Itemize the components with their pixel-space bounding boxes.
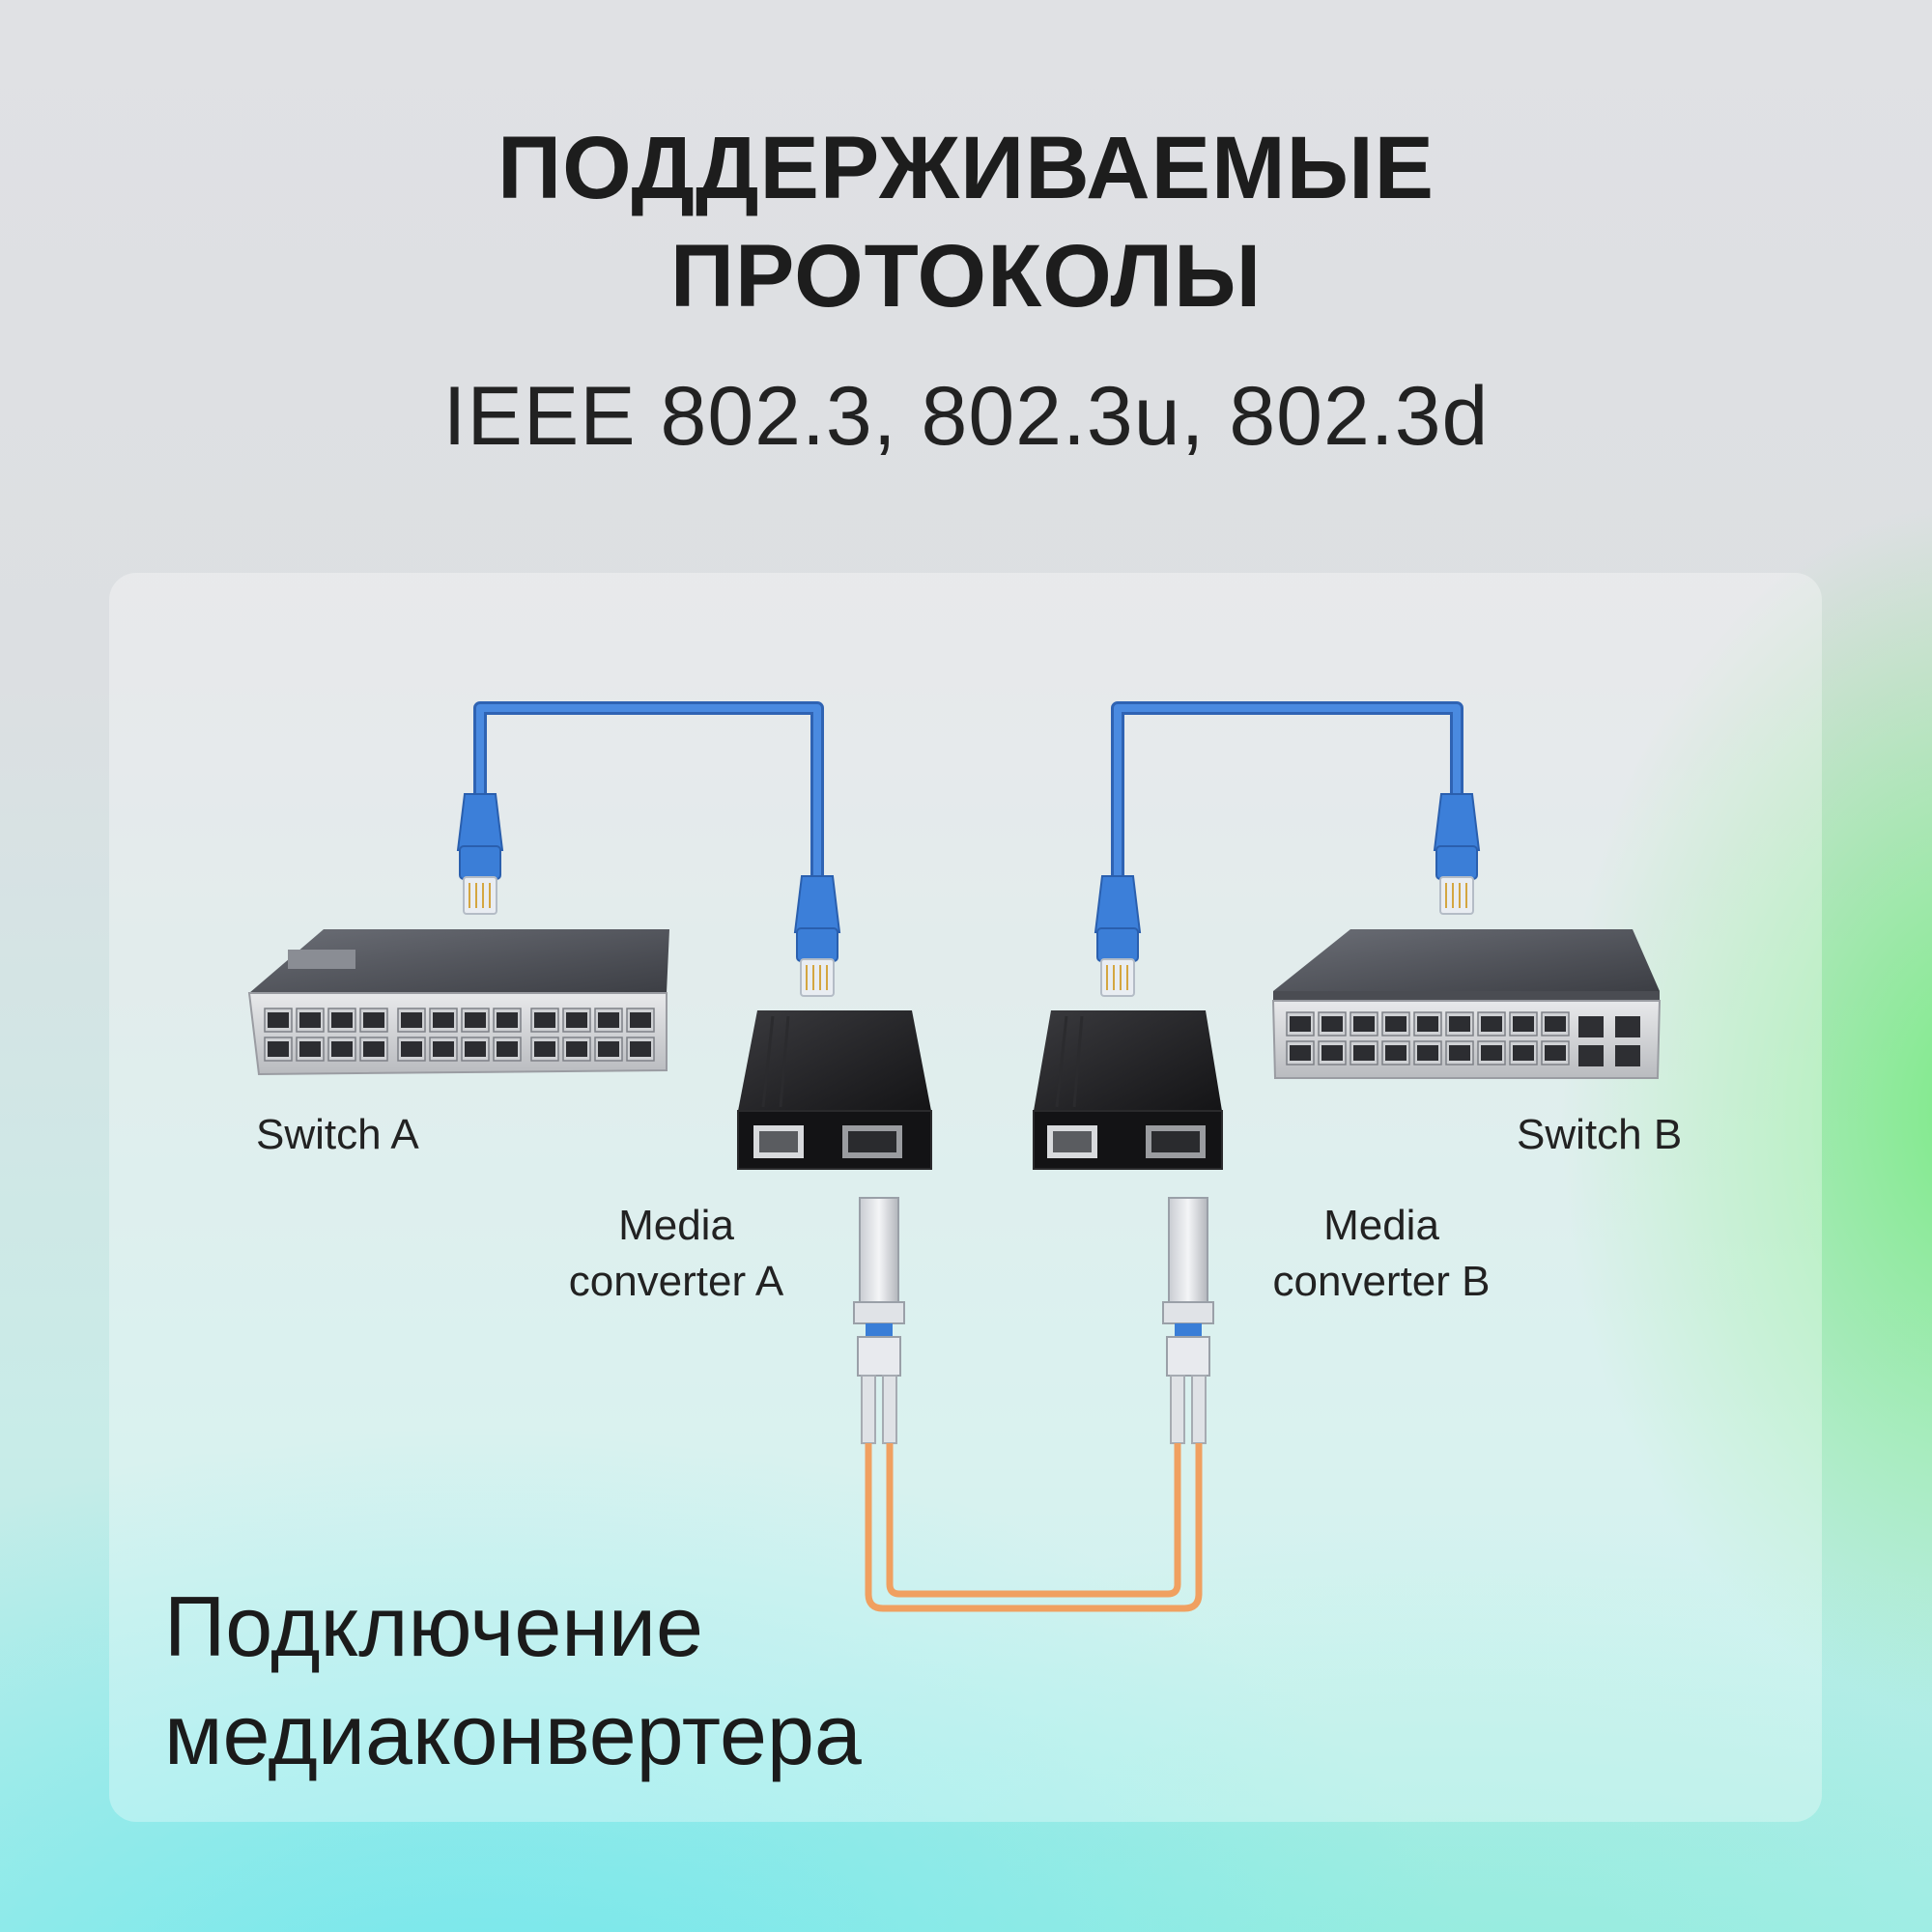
ethernet-port-socket bbox=[299, 1041, 321, 1057]
ethernet-port-socket bbox=[433, 1012, 454, 1028]
caption-line-2: медиаконвертера bbox=[164, 1687, 862, 1782]
ethernet-port-socket bbox=[1545, 1016, 1566, 1032]
ethernet-port-socket bbox=[598, 1012, 619, 1028]
sfp-module-a bbox=[853, 1197, 905, 1377]
page-title: ПОДДЕРЖИВАЕМЫЕ ПРОТОКОЛЫ bbox=[0, 114, 1932, 330]
ethernet-port-socket bbox=[268, 1012, 289, 1028]
diagram-panel bbox=[109, 573, 1822, 1822]
title-line-1: ПОДДЕРЖИВАЕМЫЕ bbox=[497, 119, 1435, 217]
media-converter-a-line2: converter A bbox=[568, 1258, 784, 1305]
ethernet-cable-a bbox=[456, 701, 841, 997]
switch-b-label: Switch B bbox=[1517, 1111, 1683, 1158]
switch-b-ports bbox=[1286, 1011, 1570, 1065]
ethernet-port-socket bbox=[1321, 1045, 1343, 1061]
media-converter-a-line1: Media bbox=[618, 1202, 734, 1249]
ethernet-port-socket bbox=[363, 1041, 384, 1057]
ethernet-port-socket bbox=[1513, 1016, 1534, 1032]
switch-b-sfp-ports bbox=[1578, 1016, 1640, 1066]
rj45-plug-converter-b bbox=[1094, 875, 1142, 997]
protocols-subtitle: IEEE 802.3, 802.3u, 802.3d bbox=[442, 370, 1490, 463]
ethernet-port-socket bbox=[497, 1041, 518, 1057]
media-converter-b-device bbox=[1033, 1010, 1223, 1170]
ethernet-port-socket bbox=[401, 1041, 422, 1057]
ethernet-port-socket bbox=[566, 1012, 587, 1028]
media-converter-b-line2: converter B bbox=[1272, 1258, 1491, 1305]
ethernet-port-socket bbox=[331, 1041, 353, 1057]
ethernet-port-socket bbox=[1353, 1016, 1375, 1032]
ethernet-port-socket bbox=[433, 1041, 454, 1057]
switch-a-ports bbox=[264, 1008, 655, 1062]
ethernet-port-socket bbox=[630, 1012, 651, 1028]
ethernet-port-socket bbox=[465, 1041, 486, 1057]
ethernet-port-socket bbox=[1481, 1045, 1502, 1061]
caption-line-1: Подключение bbox=[164, 1578, 703, 1674]
ethernet-port-socket bbox=[598, 1041, 619, 1057]
switch-a-label: Switch A bbox=[256, 1111, 419, 1158]
ethernet-port-socket bbox=[331, 1012, 353, 1028]
lc-connectors bbox=[861, 1375, 1207, 1444]
switch-b-device bbox=[1271, 929, 1662, 1079]
ethernet-port-socket bbox=[1417, 1045, 1438, 1061]
ethernet-port-socket bbox=[1353, 1045, 1375, 1061]
rj45-plug-converter-a bbox=[793, 875, 841, 997]
ethernet-port-socket bbox=[363, 1012, 384, 1028]
ethernet-port-socket bbox=[1417, 1016, 1438, 1032]
ethernet-port-socket bbox=[1513, 1045, 1534, 1061]
media-converter-b-line1: Media bbox=[1323, 1202, 1439, 1249]
ethernet-port-socket bbox=[1321, 1016, 1343, 1032]
ethernet-port-socket bbox=[1385, 1045, 1406, 1061]
switch-a-device bbox=[247, 929, 669, 1076]
ethernet-port-socket bbox=[299, 1012, 321, 1028]
ethernet-port-socket bbox=[1545, 1045, 1566, 1061]
ethernet-port-socket bbox=[465, 1012, 486, 1028]
media-converter-b-label: Media converter B bbox=[1246, 1198, 1517, 1310]
sfp-module-b bbox=[1162, 1197, 1214, 1377]
fiber-patch-cable bbox=[865, 1443, 1203, 1612]
ethernet-port-socket bbox=[1481, 1016, 1502, 1032]
ethernet-port-socket bbox=[534, 1041, 555, 1057]
media-converter-a-label: Media converter A bbox=[541, 1198, 811, 1310]
diagram-caption: Подключение медиаконвертера bbox=[164, 1573, 862, 1789]
ethernet-port-socket bbox=[401, 1012, 422, 1028]
ethernet-port-socket bbox=[534, 1012, 555, 1028]
ethernet-port-socket bbox=[1449, 1016, 1470, 1032]
title-line-2: ПРОТОКОЛЫ bbox=[669, 227, 1263, 326]
rj45-plug-switch-b bbox=[1433, 793, 1481, 915]
ethernet-port-socket bbox=[268, 1041, 289, 1057]
ethernet-cable-b bbox=[1094, 701, 1481, 997]
ethernet-port-socket bbox=[1449, 1045, 1470, 1061]
ethernet-port-socket bbox=[1385, 1016, 1406, 1032]
ethernet-port-socket bbox=[630, 1041, 651, 1057]
media-converter-a-device bbox=[737, 1010, 932, 1170]
ethernet-port-socket bbox=[1290, 1045, 1311, 1061]
ethernet-port-socket bbox=[1290, 1016, 1311, 1032]
rj45-plug-switch-a bbox=[456, 793, 504, 915]
ethernet-port-socket bbox=[566, 1041, 587, 1057]
ethernet-port-socket bbox=[497, 1012, 518, 1028]
